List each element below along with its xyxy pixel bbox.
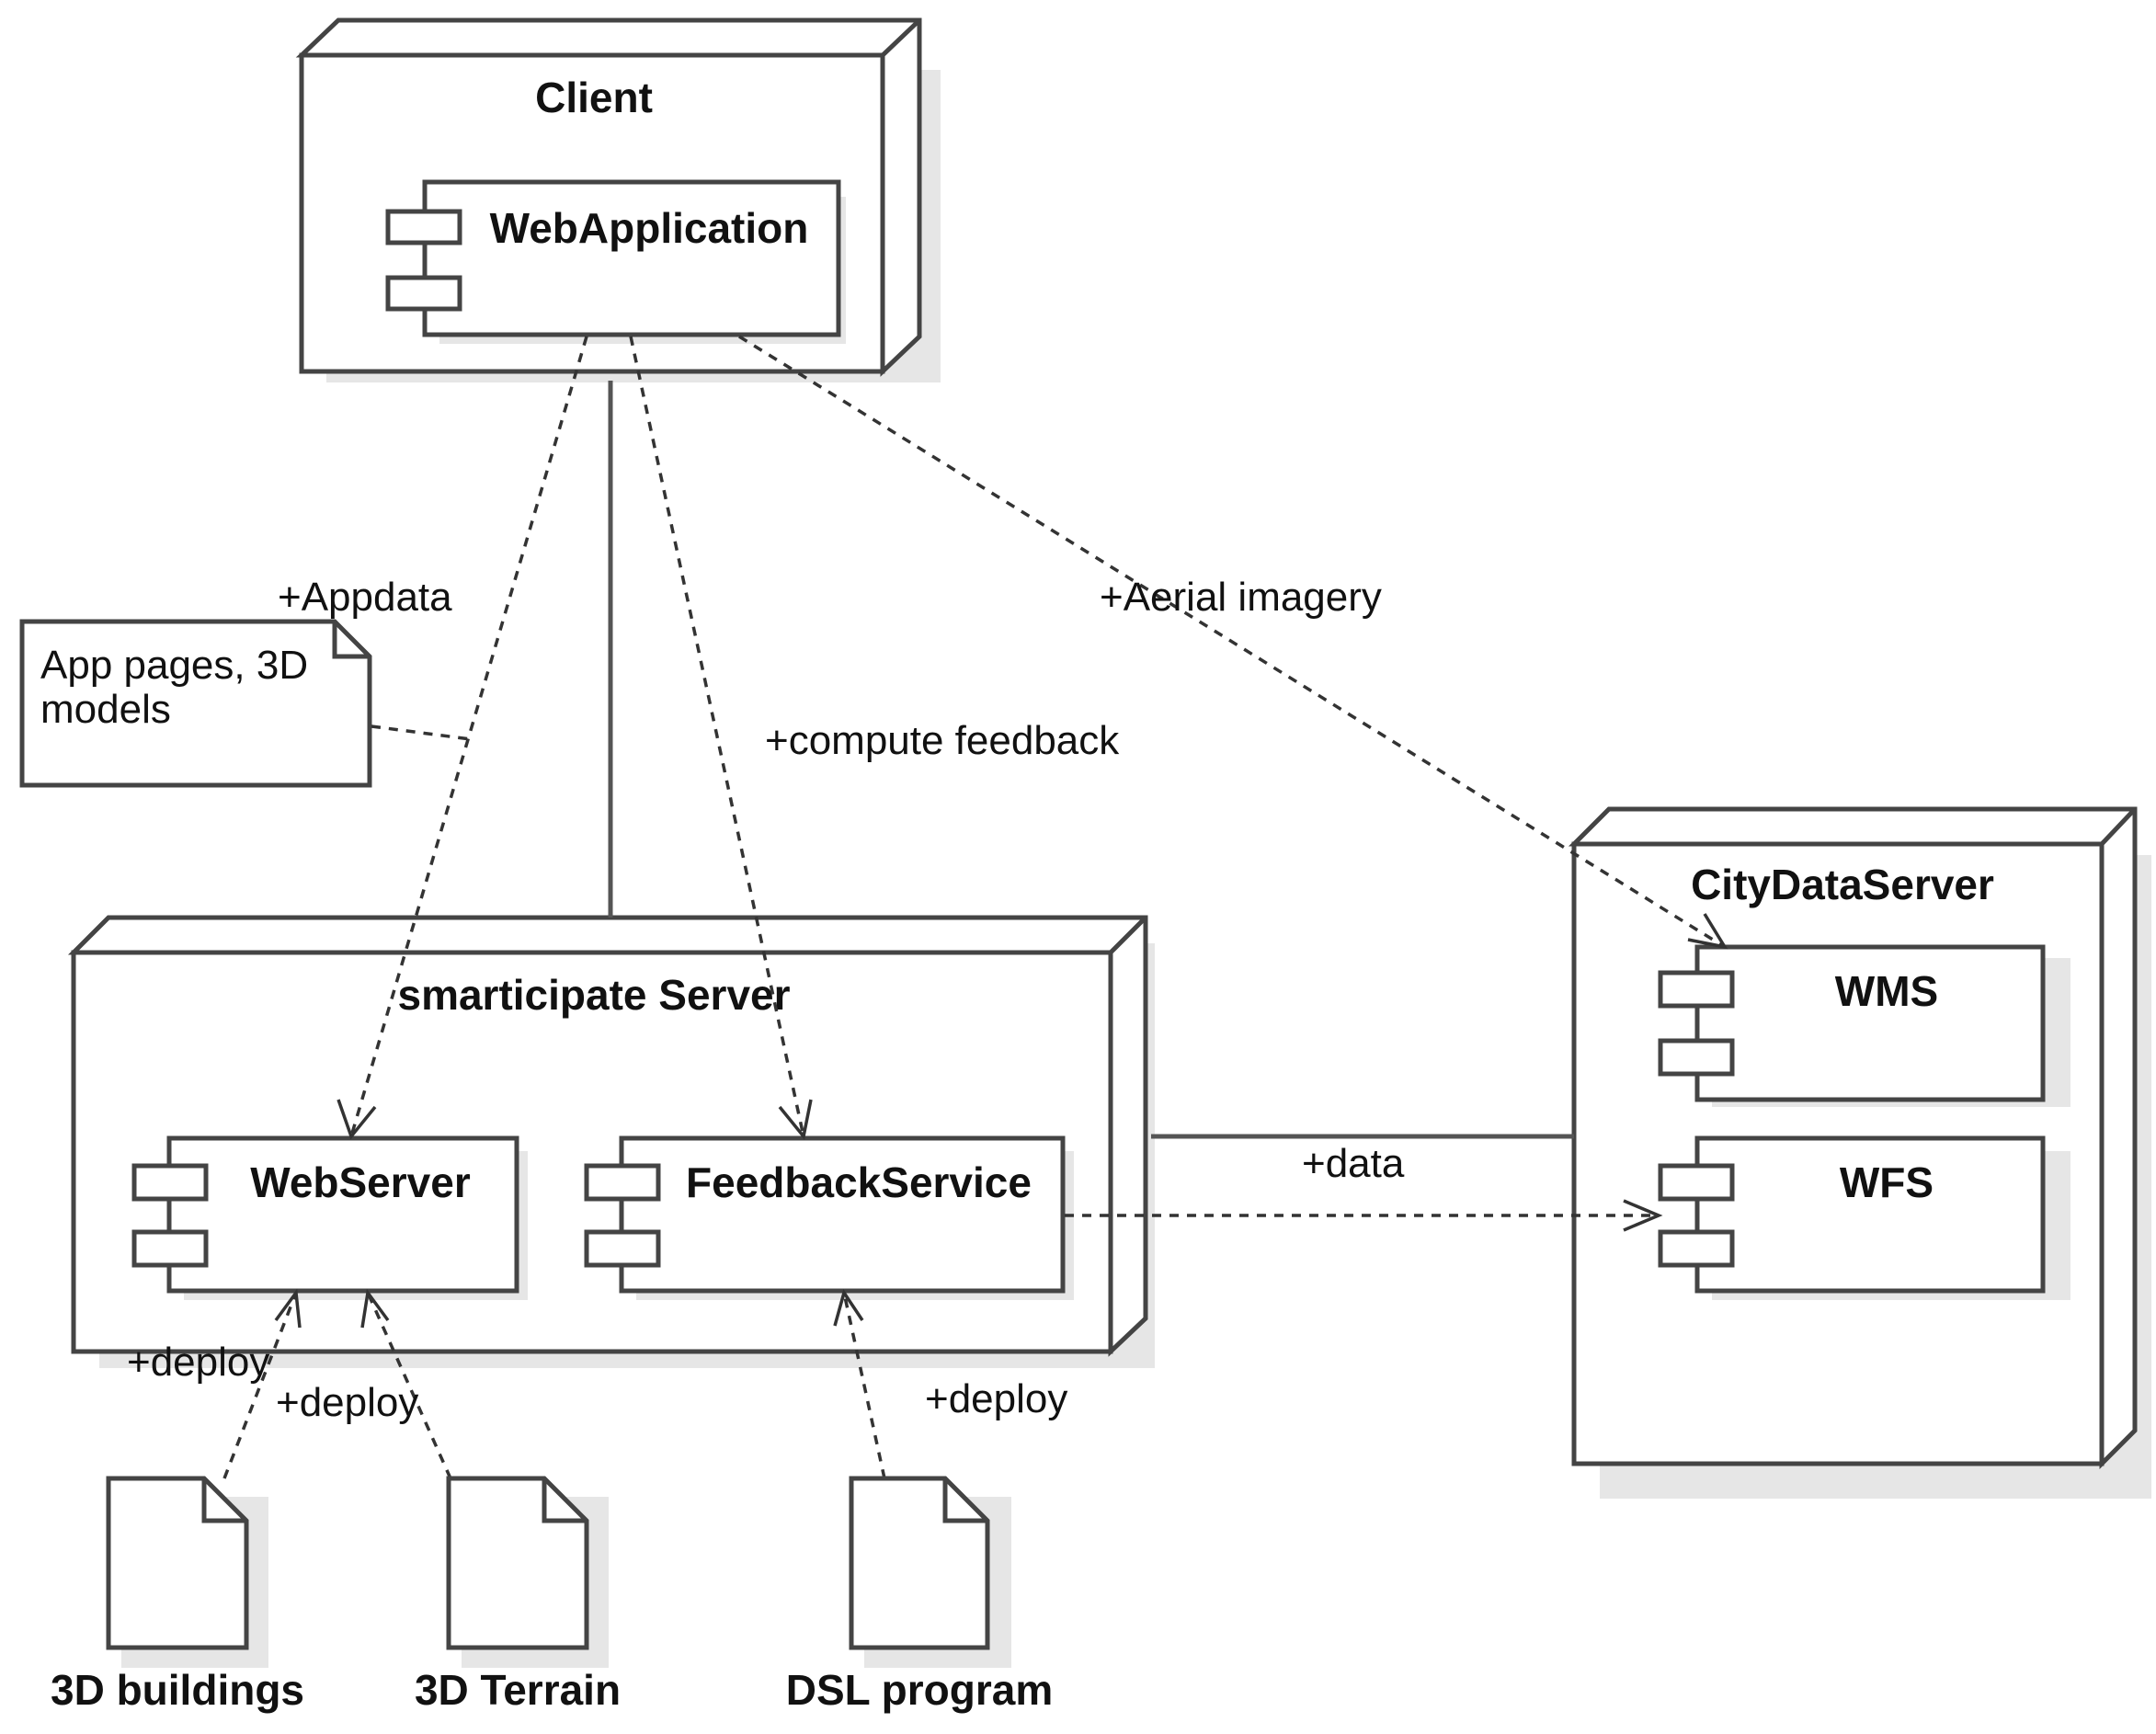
component-port-icon: [385, 275, 462, 312]
artifact-3d-terrain-label: 3D Terrain: [415, 1666, 621, 1714]
artifact-3d-terrain: 3D Terrain: [415, 1476, 621, 1714]
deploy-buildings-dependency: [222, 1288, 302, 1479]
wms-component: WMS: [1658, 944, 2070, 1107]
webapplication-label: WebApplication: [490, 204, 809, 252]
server-title: smarticipate Server: [397, 971, 790, 1019]
component-port-icon: [1658, 1163, 1735, 1202]
aerial-imagery-dependency: [738, 335, 1728, 950]
wfs-label: WFS: [1840, 1158, 1934, 1206]
deploy-dsl-dependency: [833, 1288, 886, 1479]
appdata-dependency: [337, 336, 588, 1140]
note-anchor-line: [371, 724, 472, 741]
deploy-dsl-label: +deploy: [925, 1376, 1067, 1421]
webserver-component: WebServer: [131, 1135, 528, 1300]
component-port-icon: [131, 1229, 209, 1268]
feedbackservice-label: FeedbackService: [686, 1158, 1032, 1206]
component-port-icon: [1658, 1229, 1735, 1268]
artifact-3d-buildings: 3D buildings: [51, 1476, 304, 1714]
note-line-2: models: [40, 687, 171, 732]
deploy-buildings-label: +deploy: [127, 1340, 269, 1385]
component-port-icon: [131, 1163, 209, 1202]
wms-label: WMS: [1835, 967, 1938, 1015]
citydataserver-title: CityDataServer: [1691, 861, 1994, 908]
artifact-3d-buildings-label: 3D buildings: [51, 1666, 304, 1714]
component-port-icon: [1658, 970, 1735, 1009]
appdata-label: +Appdata: [278, 575, 452, 620]
aerial-imagery-label: +Aerial imagery: [1100, 575, 1382, 620]
webserver-label: WebServer: [250, 1158, 471, 1206]
wfs-component: WFS: [1658, 1135, 2070, 1300]
data-label: +data: [1302, 1141, 1405, 1186]
component-port-icon: [1658, 1038, 1735, 1077]
deploy-terrain-label: +deploy: [276, 1380, 418, 1425]
artifact-dsl-program-label: DSL program: [786, 1666, 1054, 1714]
webapplication-component: WebApplication: [385, 179, 846, 344]
deploy-terrain-dependency: [360, 1288, 452, 1479]
client-title: Client: [535, 74, 653, 121]
compute-feedback-dependency: [629, 336, 813, 1140]
feedback-wfs-dependency: [1065, 1199, 1663, 1232]
artifact-dsl-program: DSL program: [786, 1476, 1054, 1714]
feedbackservice-component: FeedbackService: [584, 1135, 1074, 1300]
component-port-icon: [584, 1229, 661, 1268]
compute-feedback-label: +compute feedback: [765, 718, 1120, 763]
component-port-icon: [584, 1163, 661, 1202]
note: App pages, 3D models: [19, 619, 372, 788]
component-port-icon: [385, 209, 462, 245]
note-line-1: App pages, 3D: [40, 643, 308, 688]
